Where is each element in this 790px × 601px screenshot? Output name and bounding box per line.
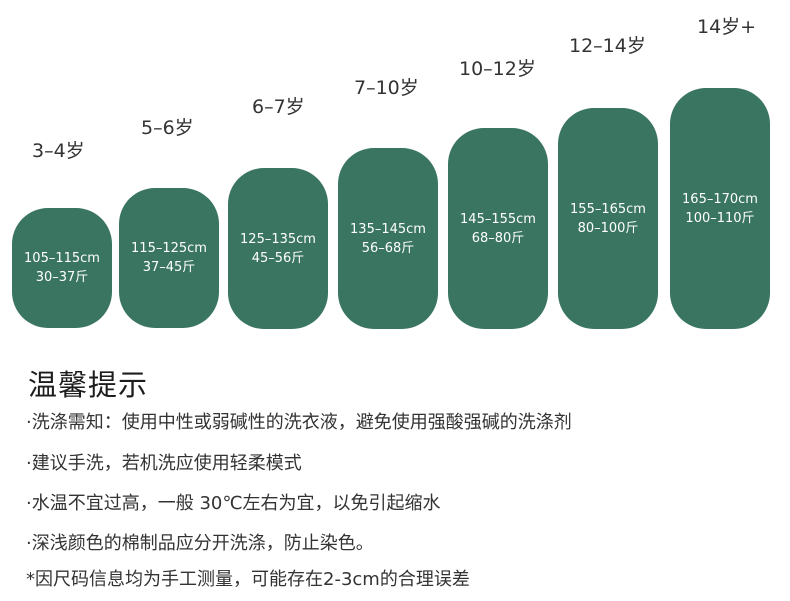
weight-range: 80–100斤 [577, 220, 639, 236]
height-range: 105–115cm [24, 251, 100, 266]
age-label: 3–4岁 [32, 140, 85, 162]
age-label: 10–12岁 [459, 58, 536, 80]
size-bar: 115–125cm 37–45斤 [119, 188, 219, 328]
weight-range: 56–68斤 [361, 240, 415, 256]
tips-title: 温馨提示 [28, 368, 149, 402]
tip-note: *因尺码信息均为手工测量，可能存在2-3cm的合理误差 [26, 569, 470, 590]
weight-range: 30–37斤 [35, 270, 89, 285]
age-label: 5–6岁 [141, 117, 194, 139]
tip-item: ·水温不宜过高，一般 30℃左右为宜，以免引起缩水 [26, 493, 441, 514]
height-range: 135–145cm [350, 221, 426, 237]
age-label: 12–14岁 [569, 35, 646, 57]
height-range: 125–135cm [240, 231, 316, 247]
age-label: 14岁+ [697, 16, 757, 38]
height-range: 155–165cm [570, 201, 646, 217]
weight-range: 45–56斤 [251, 250, 305, 266]
weight-range: 100–110斤 [685, 210, 755, 226]
tip-item: ·深浅颜色的棉制品应分开洗涤，防止染色。 [26, 533, 374, 554]
height-range: 115–125cm [131, 241, 207, 256]
size-bar: 105–115cm 30–37斤 [12, 208, 112, 328]
size-bar: 145–155cm 68–80斤 [448, 128, 548, 329]
height-range: 165–170cm [682, 191, 758, 207]
age-label: 6–7岁 [252, 96, 305, 118]
age-label: 7–10岁 [354, 77, 419, 99]
tip-item: ·建议手洗，若机洗应使用轻柔模式 [26, 453, 302, 474]
weight-range: 37–45斤 [142, 260, 196, 275]
size-bar: 135–145cm 56–68斤 [338, 148, 438, 329]
size-bar: 155–165cm 80–100斤 [558, 108, 658, 329]
size-bar: 125–135cm 45–56斤 [228, 168, 328, 329]
size-bar: 165–170cm 100–110斤 [670, 88, 770, 329]
tip-item: ·洗涤需知：使用中性或弱碱性的洗衣液，避免使用强酸强碱的洗涤剂 [26, 412, 572, 433]
weight-range: 68–80斤 [471, 230, 525, 246]
height-range: 145–155cm [460, 211, 536, 227]
